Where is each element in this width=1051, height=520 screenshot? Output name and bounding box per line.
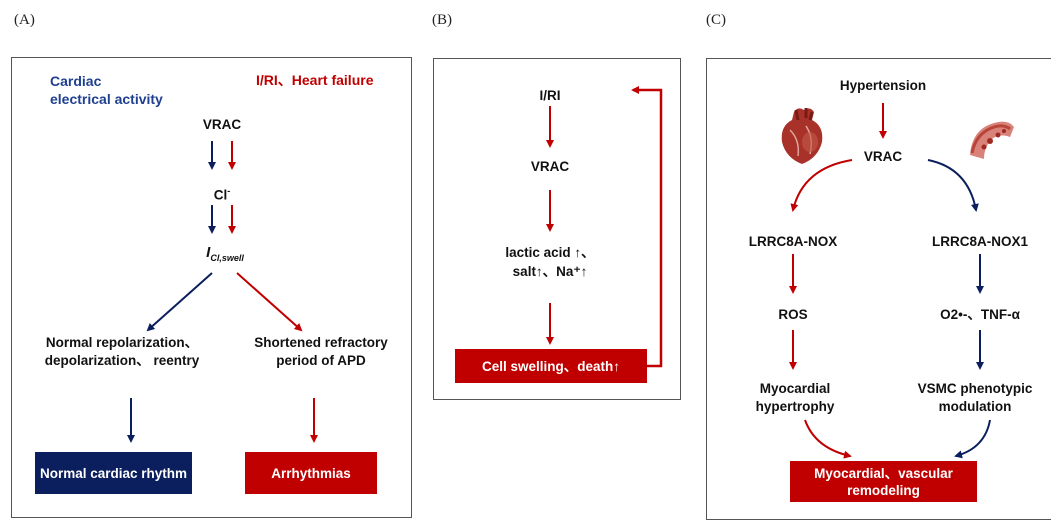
box-a-arrhythmias: Arrhythmias: [245, 452, 377, 494]
node-a-normal-repolarization: Normal repolarization、 depolarization、 r…: [44, 335, 200, 368]
blood-vessel-icon: [970, 121, 1014, 159]
node-b-salt-na: salt↑、Na⁺↑: [512, 264, 588, 279]
panel-label-a: (A): [14, 12, 35, 28]
node-a-cl-text: Cl: [213, 187, 228, 203]
node-c-vrac: VRAC: [863, 149, 903, 164]
arrow-c-left-box: [804, 419, 852, 459]
node-c-ros: ROS: [778, 307, 808, 322]
node-b-iri: I/RI: [539, 88, 561, 103]
panel-label-b: (B): [432, 12, 452, 28]
panel-label-c: (C): [706, 12, 726, 28]
node-c-o2-tnf: O2•-、TNF-α: [940, 307, 1020, 322]
box-c-myocardial-vascular-remodeling: Myocardial、vascular remodeling: [790, 461, 977, 502]
node-c-vsmc-modulation: VSMC phenotypic modulation: [917, 381, 1033, 414]
box-b-cell-swelling-death: Cell swelling、death↑: [455, 349, 647, 383]
node-a-icl-sub: Cl,swell: [210, 253, 244, 263]
node-b-lactic-acid: lactic acid ↑、: [505, 245, 595, 260]
heart-icon: [781, 108, 823, 164]
node-c-myocardial-hypertrophy: Myocardial hypertrophy: [755, 381, 835, 414]
legend-cardiac-electrical: Cardiac electrical activity: [50, 73, 163, 107]
node-a-cl-sup: -: [227, 186, 231, 196]
arrow-a-icl-left: [146, 272, 213, 332]
legend-iri-heart-failure: I/RI、Heart failure: [256, 72, 374, 88]
node-c-hypertension: Hypertension: [839, 78, 927, 93]
box-a-normal-cardiac-rhythm: Normal cardiac rhythm: [35, 452, 192, 494]
arrow-b-feedback: [631, 86, 663, 368]
node-a-vrac: VRAC: [202, 117, 242, 132]
arrow-a-icl-right: [236, 272, 303, 332]
node-c-lrrc8a-nox1: LRRC8A-NOX1: [931, 234, 1028, 249]
node-a-shortened-refractory: Shortened refractory period of APD: [254, 335, 388, 368]
node-a-cl: Cl-: [202, 183, 242, 204]
node-c-lrrc8a-nox: LRRC8A-NOX: [748, 234, 838, 249]
arrow-c-right-box: [954, 419, 991, 459]
node-b-vrac: VRAC: [530, 159, 570, 174]
node-a-icl-text: I: [206, 244, 211, 261]
panel-b-frame: [433, 58, 681, 400]
arrow-c-vrac-right: [927, 159, 979, 212]
panel-a-frame: [11, 57, 412, 518]
node-a-icl-swell: ICl,swell: [185, 244, 265, 267]
arrow-c-vrac-left: [790, 159, 853, 212]
